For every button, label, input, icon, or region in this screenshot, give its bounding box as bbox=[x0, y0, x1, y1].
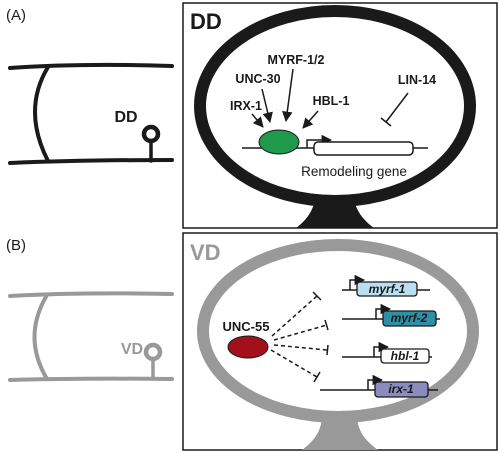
gene-irx1: irx-1 bbox=[320, 374, 438, 398]
dd-cell-label: DD bbox=[114, 109, 137, 126]
repression-irx1 bbox=[270, 349, 321, 383]
hbl1-activation-arrow bbox=[302, 110, 319, 129]
gene-hbl1: hbl-1 bbox=[342, 341, 432, 364]
factor-irx1-label: IRX-1 bbox=[230, 99, 262, 113]
gene-myrf2: myrf-2 bbox=[342, 303, 440, 327]
panel-a-tag: (A) bbox=[6, 7, 26, 24]
remodeling-gene-label: Remodeling gene bbox=[301, 164, 407, 179]
vd-cell-label: VD bbox=[121, 341, 143, 358]
unc30-activation-arrow bbox=[261, 88, 273, 124]
unc55-label: UNC-55 bbox=[223, 319, 270, 334]
factor-lin14-label: LIN-14 bbox=[398, 73, 436, 87]
irx1-activation-arrow bbox=[251, 113, 264, 128]
factor-unc30-label: UNC-30 bbox=[235, 72, 280, 86]
panel-b-tag: (B) bbox=[6, 237, 26, 254]
gene-hbl1-label: hbl-1 bbox=[391, 349, 420, 363]
gene-myrf1-label: myrf-1 bbox=[369, 282, 406, 296]
factor-hbl1-label: HBL-1 bbox=[313, 94, 350, 108]
repression-myrf2 bbox=[273, 319, 329, 341]
unc55-protein bbox=[227, 335, 269, 359]
worm-schematic-vd bbox=[8, 291, 174, 382]
lin14-repression bbox=[380, 92, 409, 127]
worm-schematic-dd bbox=[8, 62, 174, 165]
repression-myrf1 bbox=[271, 291, 322, 337]
repression-hbl1 bbox=[273, 344, 329, 356]
panel-b-title: VD bbox=[190, 240, 221, 265]
factor-myrf-label: MYRF-1/2 bbox=[268, 53, 325, 67]
remodeling-gene-box bbox=[313, 141, 414, 156]
gene-myrf2-label: myrf-2 bbox=[391, 311, 428, 325]
tf-complex bbox=[258, 129, 300, 155]
gene-myrf1: myrf-1 bbox=[342, 274, 430, 297]
gene-irx1-label: irx-1 bbox=[388, 382, 414, 396]
tss-arrow-a bbox=[306, 134, 333, 148]
myrf-activation-arrow bbox=[282, 68, 294, 123]
panel-a-title: DD bbox=[190, 9, 222, 34]
